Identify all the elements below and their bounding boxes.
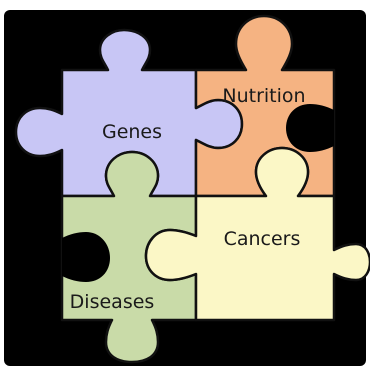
label-genes: Genes (102, 121, 162, 143)
puzzle-notch (286, 104, 334, 152)
label-cancers: Cancers (224, 228, 301, 250)
label-nutrition: Nutrition (222, 85, 305, 107)
label-diseases: Diseases (70, 291, 155, 313)
puzzle-notch (62, 232, 110, 282)
